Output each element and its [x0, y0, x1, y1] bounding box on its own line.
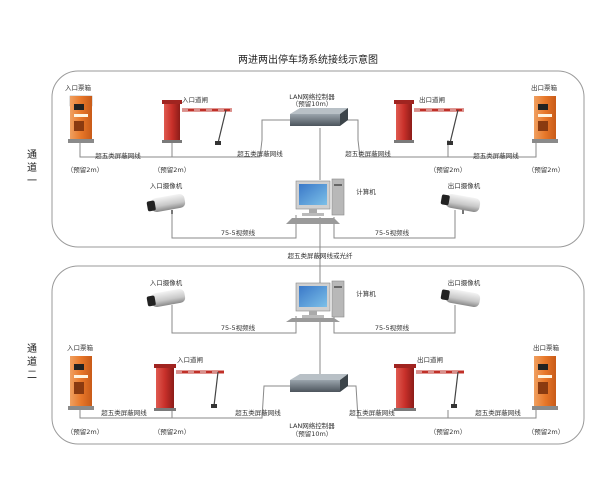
entry-kiosk-2-reserve: （预留2m）	[67, 427, 103, 436]
entry-barrier-1-label: 入口道闸	[182, 95, 208, 104]
exit-cable-1b-label: 超五类屏蔽网线	[473, 151, 519, 160]
exit-kiosk-2-reserve: （预留2m）	[528, 427, 564, 436]
entry-kiosk-1-reserve: （预留2m）	[67, 165, 103, 174]
entry-cable-1a-label: 超五类屏蔽网线	[95, 151, 141, 160]
channel-2-panel	[51, 265, 585, 445]
entry-camera-2-label: 入口摄像机	[150, 278, 183, 287]
inter-channel-link-label: 超五类屏蔽网线或光纤	[288, 251, 354, 260]
exit-barrier-2-label: 出口道闸	[417, 355, 443, 364]
exit-kiosk-2-label: 出口票箱	[533, 343, 560, 352]
exit-cable-1a-label: 超五类屏蔽网线	[345, 149, 391, 158]
lan-controller-2	[290, 374, 348, 392]
entry-barrier-gate-2	[154, 364, 224, 411]
video-cable-2a-label: 75-5视频线	[221, 323, 256, 332]
entry-kiosk-1-label: 入口票箱	[65, 83, 92, 92]
exit-camera-2-label: 出口摄像机	[448, 278, 481, 287]
channel-1-wiring	[79, 119, 537, 239]
exit-camera-1	[440, 193, 481, 214]
channel-2-label: 通 道 二	[27, 343, 37, 381]
exit-barrier-2-reserve: （预留2m）	[430, 427, 466, 436]
lan-controller-1-reserve: （预留10m）	[292, 99, 333, 108]
lan-controller-2-label: LAN网络控制器	[289, 421, 335, 430]
entry-cable-2b-label: 超五类屏蔽网线	[235, 408, 281, 417]
lan-controller-2-reserve: （预留10m）	[292, 429, 333, 438]
entry-kiosk-2-label: 入口票箱	[67, 343, 94, 352]
entry-camera-1-label: 入口摄像机	[150, 181, 183, 190]
entry-cable-1b-label: 超五类屏蔽网线	[237, 149, 283, 158]
svg-text:二: 二	[27, 370, 37, 381]
entry-barrier-2-label: 入口道闸	[177, 355, 203, 364]
exit-barrier-1-label: 出口道闸	[419, 95, 445, 104]
svg-text:通: 通	[27, 149, 37, 161]
exit-cable-2b-label: 超五类屏蔽网线	[475, 408, 521, 417]
video-cable-1a-label: 75-5视频线	[221, 228, 256, 237]
exit-ticket-kiosk-2	[532, 356, 558, 410]
computer-2	[286, 280, 345, 322]
svg-text:通: 通	[27, 343, 37, 355]
entry-barrier-1-reserve: （预留2m）	[154, 165, 190, 174]
exit-camera-2	[440, 288, 481, 308]
entry-camera-1	[146, 193, 186, 214]
entry-ticket-kiosk-1	[68, 95, 94, 143]
video-cable-2b-label: 75-5视频线	[375, 323, 410, 332]
exit-ticket-kiosk-1	[532, 96, 558, 143]
entry-barrier-2-reserve: （预留2m）	[154, 427, 190, 436]
channel-1-label: 通 道 一	[27, 149, 37, 187]
lan-controller-1	[290, 108, 348, 126]
lan-controller-1-label: LAN网络控制器	[289, 92, 335, 101]
exit-camera-1-label: 出口摄像机	[448, 181, 481, 190]
entry-camera-2	[146, 288, 186, 308]
computer-2-label: 计算机	[356, 289, 376, 298]
exit-barrier-gate-2	[394, 364, 464, 411]
video-cable-1b-label: 75-5视频线	[375, 228, 410, 237]
exit-barrier-1-reserve: （预留2m）	[430, 165, 466, 174]
exit-barrier-gate-1	[394, 100, 464, 145]
computer-1-label: 计算机	[356, 187, 376, 196]
entry-barrier-gate-1	[162, 100, 232, 145]
entry-ticket-kiosk-2	[68, 356, 94, 410]
computer-1	[286, 178, 345, 224]
exit-kiosk-1-label: 出口票箱	[531, 83, 558, 92]
svg-text:一: 一	[27, 176, 37, 187]
exit-kiosk-1-reserve: （预留2m）	[528, 165, 564, 174]
svg-text:道: 道	[27, 161, 37, 174]
entry-cable-2a-label: 超五类屏蔽网线	[101, 408, 147, 417]
diagram-title: 两进两出停车场系统接线示意图	[238, 53, 378, 66]
exit-cable-2a-label: 超五类屏蔽网线	[349, 408, 395, 417]
svg-text:道: 道	[27, 355, 37, 368]
